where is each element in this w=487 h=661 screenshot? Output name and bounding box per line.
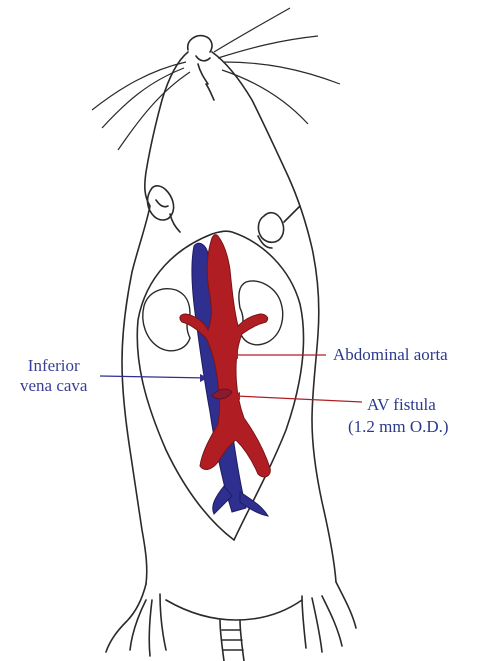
ivc-pointer-line (100, 376, 208, 378)
label-fistula-size: (1.2 mm O.D.) (348, 417, 449, 437)
label-ivc-line-1: Inferior (20, 356, 87, 376)
label-av-fistula: AV fistula (367, 395, 436, 415)
label-ivc-line-2: vena cava (20, 376, 87, 396)
label-abdominal-aorta: Abdominal aorta (333, 345, 448, 365)
label-inferior-vena-cava: Inferior vena cava (20, 356, 87, 396)
fistula-pointer-line (236, 396, 362, 402)
whiskers (92, 8, 340, 150)
